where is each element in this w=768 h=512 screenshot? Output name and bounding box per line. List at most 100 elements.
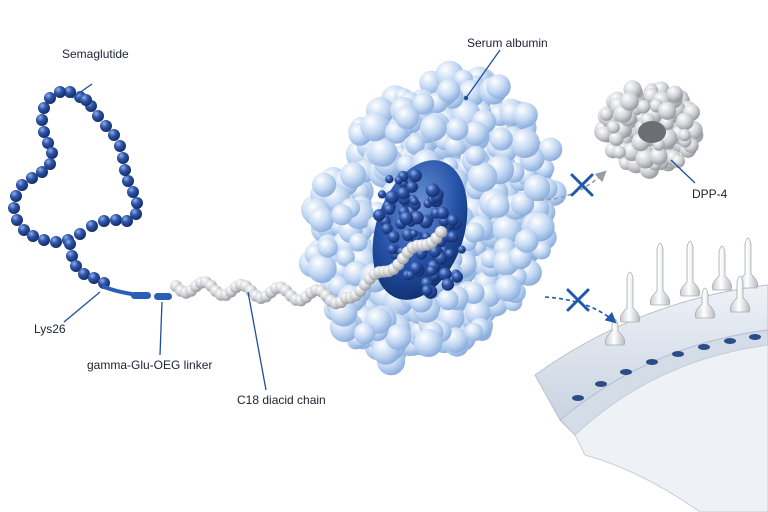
pocket-atom [425, 183, 440, 198]
peptide-bead [26, 172, 38, 184]
c18-diacid-chain [170, 226, 447, 310]
pocket-atom [385, 175, 394, 184]
membrane-pore [749, 334, 761, 340]
peptide-bead [70, 260, 82, 272]
dpp4-subunit [608, 131, 624, 146]
albumin-subunit [445, 117, 469, 141]
arrow-to-receptor [544, 296, 617, 324]
pocket-atom [410, 210, 424, 225]
pocket-atom [383, 203, 395, 215]
dpp4-subunit [649, 147, 668, 165]
semaglutide-peptide [8, 86, 143, 289]
albumin-subunit [307, 253, 337, 284]
leader-dot [463, 95, 469, 101]
pocket-atom [457, 245, 466, 254]
peptide-bead [36, 166, 48, 178]
glp1-receptor [694, 287, 716, 319]
albumin-subunit [489, 127, 513, 151]
dpp4-subunit [606, 120, 620, 134]
albumin-subunit [349, 232, 368, 252]
dpp4-subunit [612, 145, 626, 159]
peptide-bead [18, 224, 30, 236]
peptide-bead [38, 234, 50, 246]
peptide-bead [54, 86, 66, 98]
dpp4-subunit [676, 112, 694, 131]
leader-albumin [465, 49, 501, 99]
albumin-subunit [360, 112, 390, 142]
peptide-bead [74, 228, 86, 240]
serum-albumin [298, 60, 567, 376]
peptide-bead [64, 238, 76, 250]
peptide-bead [110, 214, 122, 226]
albumin-subunit [467, 162, 498, 192]
label-albumin: Serum albumin [467, 36, 548, 50]
albumin-subunit [385, 324, 412, 351]
pocket-atom [438, 267, 452, 281]
pocket-atom [405, 270, 415, 280]
peptide-bead [44, 92, 56, 104]
peptide-bead [98, 215, 110, 227]
leader-dpp4 [670, 159, 696, 184]
albumin-subunit [492, 214, 522, 245]
glp1-receptor [619, 271, 641, 323]
pocket-atom [451, 271, 463, 283]
peptide-bead [11, 214, 23, 226]
peptide-bead [130, 208, 142, 220]
albumin-subunit [486, 74, 511, 99]
arrow-to-dpp4 [539, 170, 607, 201]
dpp4-subunit [671, 154, 685, 168]
albumin-subunit [368, 138, 398, 167]
albumin-subunit [464, 322, 484, 342]
peptide-bead [8, 202, 20, 214]
peptide-bead [127, 186, 139, 198]
pocket-atom [441, 278, 455, 291]
peptide-bead [44, 158, 56, 170]
dpp4-active-site [638, 121, 666, 143]
pocket-atom [444, 248, 455, 259]
pocket-atom [409, 196, 419, 206]
dpp4-subunit [658, 101, 677, 120]
peptide-bead [86, 220, 98, 232]
albumin-subunit [412, 92, 435, 115]
receptor-group [604, 237, 759, 346]
pocket-atom [421, 284, 433, 297]
membrane-pore [620, 369, 632, 375]
peptide-bead [38, 102, 50, 114]
label-dpp4: DPP-4 [692, 187, 728, 201]
peptide-bead [117, 152, 129, 164]
pocket-atom [396, 186, 410, 200]
albumin-subunit [336, 248, 355, 267]
albumin-subunit [510, 128, 540, 159]
peptide-bead [88, 272, 100, 284]
peptide-bead [100, 120, 112, 132]
leader-lys26 [63, 291, 101, 323]
membrane-pores [572, 334, 761, 401]
peptide-bead [42, 137, 54, 149]
leader-lines [63, 49, 696, 391]
albumin-subunit [312, 172, 337, 197]
peptide-bead [108, 129, 120, 141]
peptide-bead [80, 94, 92, 106]
peptide-bead [119, 164, 131, 176]
glp1-receptor [649, 242, 671, 306]
albumin-subunit [353, 322, 376, 345]
peptide-bead [50, 236, 62, 248]
cross-mark-icon [570, 173, 594, 197]
cross-mark-icon [566, 288, 590, 312]
leader-c18 [247, 291, 267, 391]
peptide-bead [10, 190, 22, 202]
leader-linker [159, 301, 163, 356]
glp1-receptor [679, 240, 701, 297]
membrane-pore [724, 338, 736, 344]
membrane-pore [595, 381, 607, 387]
pocket-atom [381, 223, 393, 235]
albumin-subunit [463, 121, 489, 146]
dpp4-subunit [620, 92, 639, 111]
albumin-subunit [414, 328, 443, 358]
glp1-receptor [711, 245, 733, 291]
peptide-bead [121, 215, 133, 227]
albumin-subunit [463, 222, 485, 243]
pocket-atom [406, 181, 418, 193]
fatty-chain-bead [435, 226, 447, 238]
albumin-subunit [308, 206, 334, 233]
